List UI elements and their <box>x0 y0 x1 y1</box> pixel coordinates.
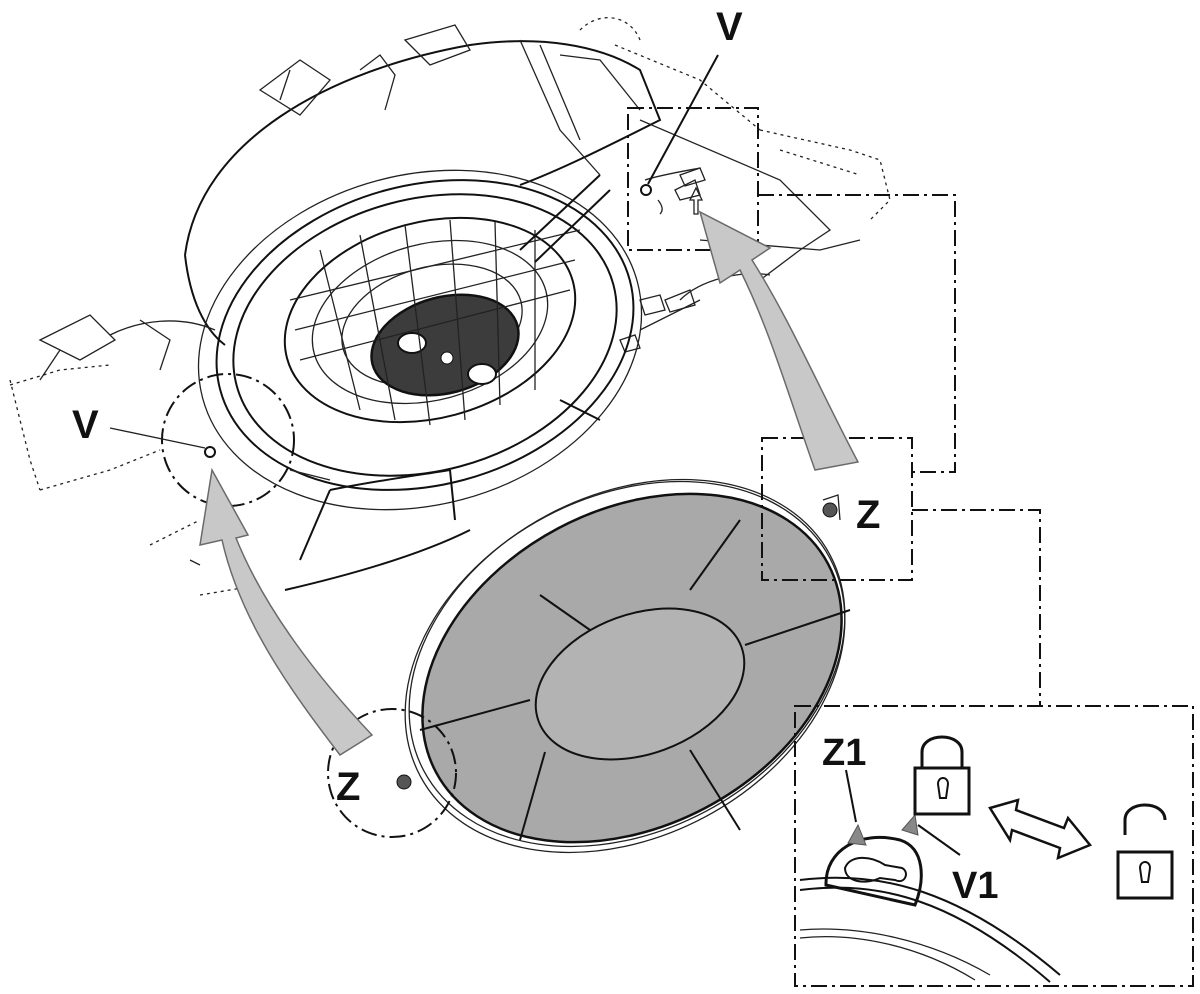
label-v-left: V <box>72 403 99 447</box>
fan-grille <box>283 174 611 426</box>
leader-v-left <box>109 427 206 449</box>
double-arrow-icon <box>988 798 1093 861</box>
callout-v-left-circle <box>161 373 295 507</box>
callout-v-top-box <box>627 107 759 251</box>
label-z1: Z1 <box>822 732 866 774</box>
arrow-z-to-v-top <box>698 210 860 471</box>
padlock-open-icon <box>1116 803 1174 900</box>
label-v1: V1 <box>952 865 998 907</box>
padlock-closed-icon <box>913 735 971 816</box>
label-z-right: Z <box>856 493 880 537</box>
label-v-top: V <box>716 5 743 49</box>
carbon-filter <box>396 478 851 854</box>
callout-z-bottom-circle <box>327 708 457 838</box>
connector-top-to-z <box>758 194 956 473</box>
detail-lock-box <box>794 705 1194 987</box>
hood-housing <box>9 17 891 596</box>
connector-z-to-detail <box>912 509 1041 705</box>
leader-v-top <box>647 54 719 185</box>
arrow-z-to-v-left <box>199 467 374 756</box>
label-z-bottom: Z <box>336 765 360 809</box>
